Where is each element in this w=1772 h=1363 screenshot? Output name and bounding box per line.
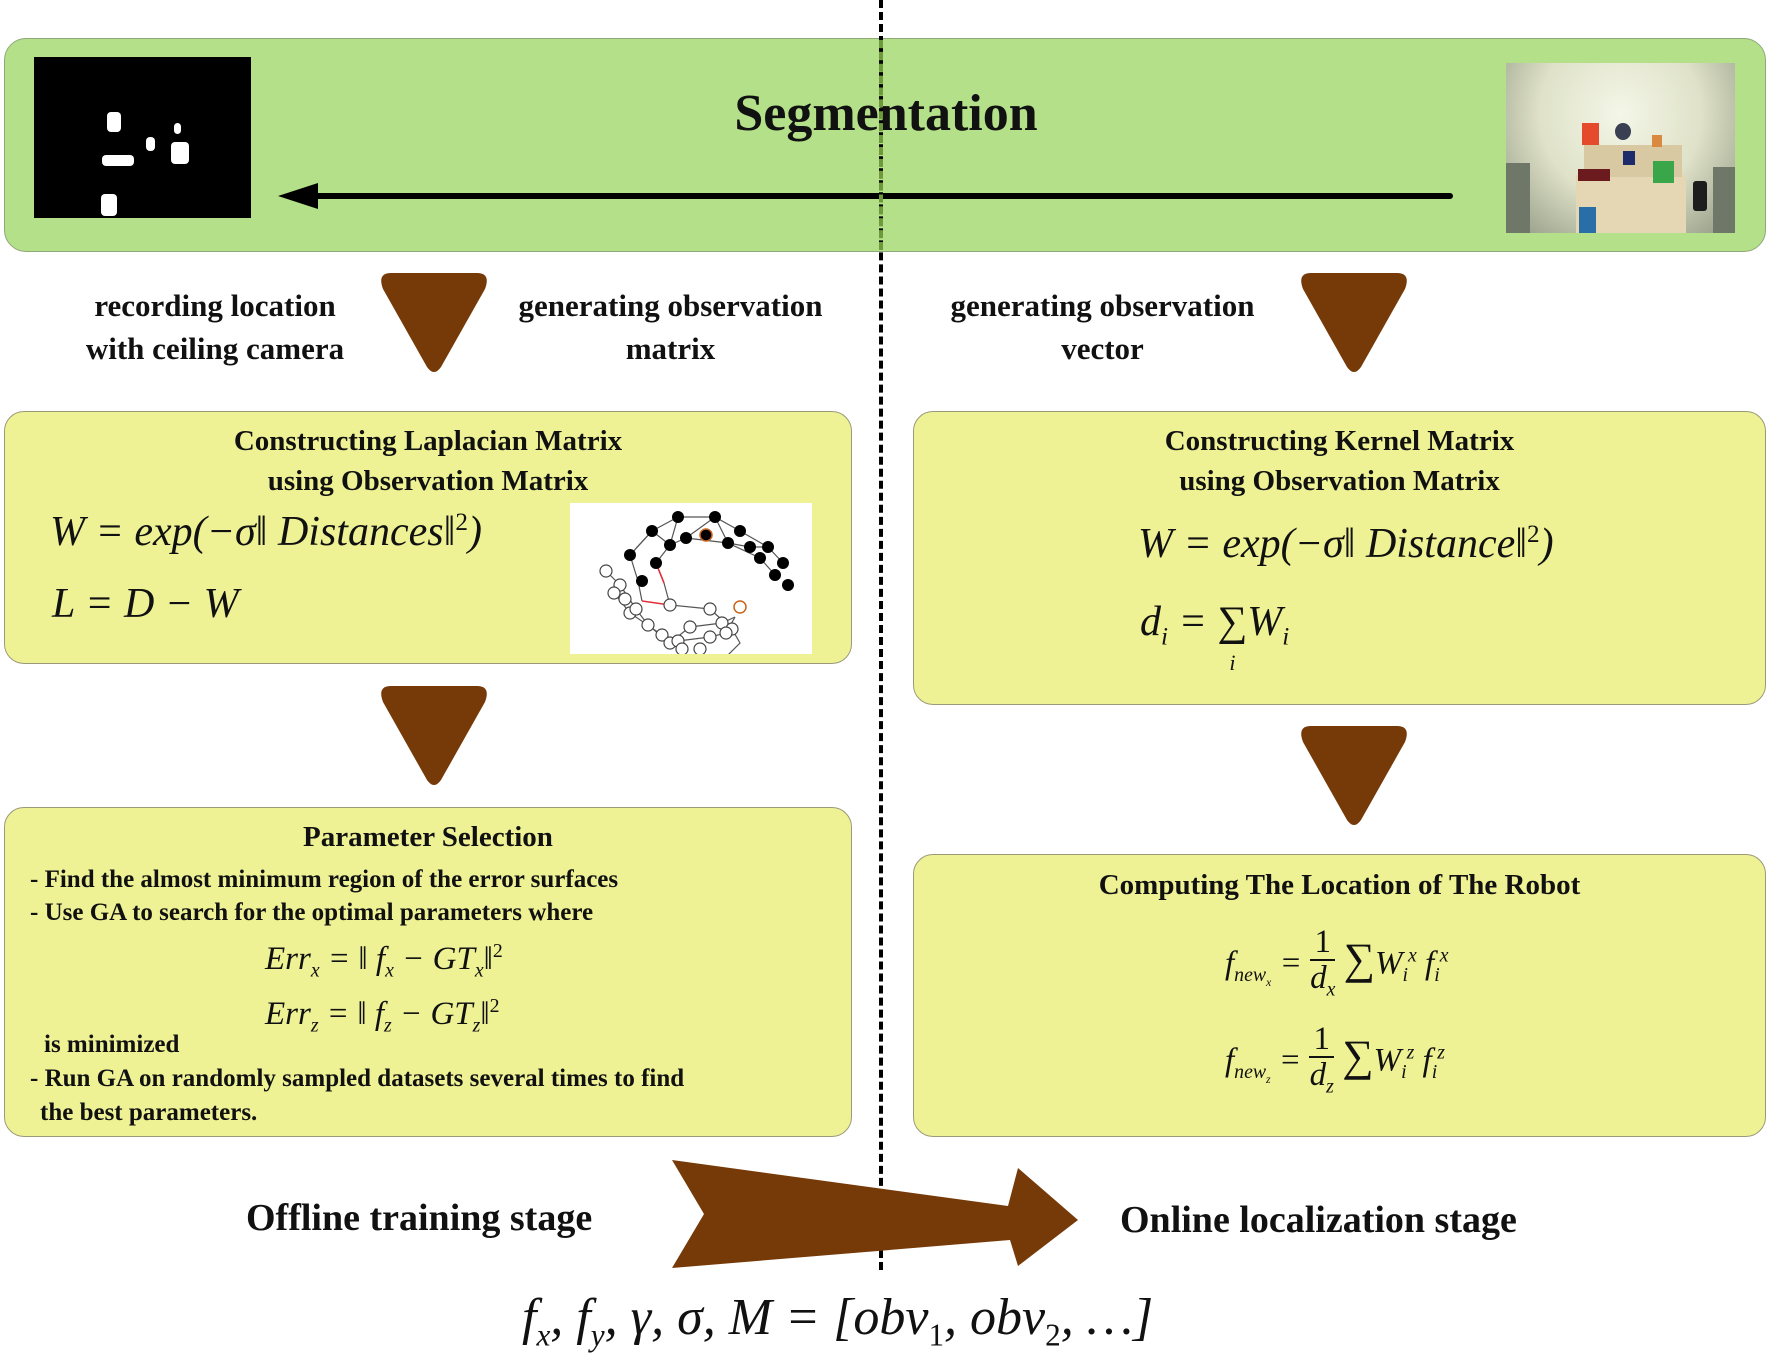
parameter-bullet-3-cont: the best parameters.	[40, 1099, 258, 1126]
parameter-selection-box	[4, 807, 852, 1137]
generating-vector-label: generating observation vector	[920, 284, 1285, 370]
label-line: matrix	[625, 331, 716, 366]
mask-blob	[174, 123, 181, 134]
partition-left	[1506, 163, 1530, 233]
segmentation-banner	[4, 38, 1766, 252]
kernel-box-title: Constructing Kernel Matrix using Observa…	[913, 421, 1766, 501]
down-arrow-icon	[381, 273, 487, 372]
label-line: recording location	[94, 288, 336, 323]
label-line: generating observation	[950, 288, 1255, 323]
location-box-title: Computing The Location of The Robot	[1098, 869, 1581, 901]
recording-location-label: recording location with ceiling camera	[50, 284, 380, 370]
chair	[1693, 181, 1707, 211]
clock	[1615, 123, 1631, 140]
error-eq-x: Errx = ‖ fx − GTx‖2	[265, 940, 503, 982]
segmentation-mask-image	[34, 57, 251, 218]
left-arrow-line	[298, 193, 1453, 199]
label-line: vector	[1061, 331, 1144, 366]
kernel-matrix-box	[913, 411, 1766, 705]
generating-matrix-label: generating observation matrix	[488, 284, 853, 370]
two-moons-graph-image	[570, 503, 812, 654]
parameter-bullet-1: - Find the almost minimum region of the …	[30, 866, 619, 893]
graph-highlight-node	[733, 600, 747, 614]
mask-blob	[107, 112, 121, 132]
title-line: Constructing Kernel Matrix	[1164, 425, 1515, 457]
mask-blob	[146, 137, 155, 151]
orange-object	[1652, 135, 1662, 147]
laplacian-box-title: Constructing Laplacian Matrix using Obse…	[4, 421, 852, 501]
blue-object	[1623, 151, 1635, 165]
label-line: generating observation	[518, 288, 823, 323]
room-camera-photo	[1506, 63, 1735, 233]
blue-panel	[1579, 207, 1596, 233]
mask-blob	[101, 194, 117, 216]
title-line: using Observation Matrix	[1179, 465, 1500, 497]
parameter-box-title: Parameter Selection	[303, 821, 553, 853]
parameter-bullet-2: - Use GA to search for the optimal param…	[30, 899, 594, 926]
kernel-eq-w: W = exp(−σ‖ Distance‖2)	[1138, 521, 1554, 567]
mask-blob	[171, 142, 189, 164]
error-eq-z: Errz = ‖ fz − GTz‖2	[265, 995, 500, 1037]
graph-white-nodes	[599, 564, 739, 654]
down-arrow-icon	[381, 686, 487, 785]
stage-divider	[879, 0, 883, 1270]
laplacian-eq-l: L = D − W	[52, 581, 239, 627]
down-arrow-icon	[1301, 726, 1407, 825]
red-object	[1582, 123, 1599, 145]
graph-highlight-node	[699, 528, 713, 542]
partition-right	[1713, 167, 1735, 233]
laplacian-eq-w: W = exp(−σ‖ Distances‖2)	[50, 509, 482, 555]
dark-red-object	[1578, 169, 1610, 181]
online-stage-label: Online localization stage	[1120, 1199, 1517, 1241]
down-arrow-icon	[1301, 273, 1407, 372]
mask-blob	[102, 155, 134, 166]
title-line: using Observation Matrix	[267, 465, 589, 497]
segmentation-title: Segmentation	[734, 85, 1038, 142]
stage-divider-overlay	[879, 40, 883, 250]
green-object	[1653, 161, 1674, 183]
graph-edges	[605, 516, 784, 654]
transfer-parameters-eq: fx, fy, γ, σ, M = [obv1, obv2, …]	[522, 1289, 1154, 1353]
parameter-bullet-3: - Run GA on randomly sampled datasets se…	[30, 1065, 685, 1092]
graph-black-nodes	[624, 511, 794, 591]
offline-stage-label: Offline training stage	[246, 1197, 593, 1239]
robot-location-box	[913, 854, 1766, 1137]
title-line: Constructing Laplacian Matrix	[233, 425, 623, 457]
stage-transition-arrow-icon	[672, 1160, 1078, 1268]
is-minimized-text: is minimized	[44, 1031, 180, 1058]
label-line: with ceiling camera	[85, 331, 345, 366]
